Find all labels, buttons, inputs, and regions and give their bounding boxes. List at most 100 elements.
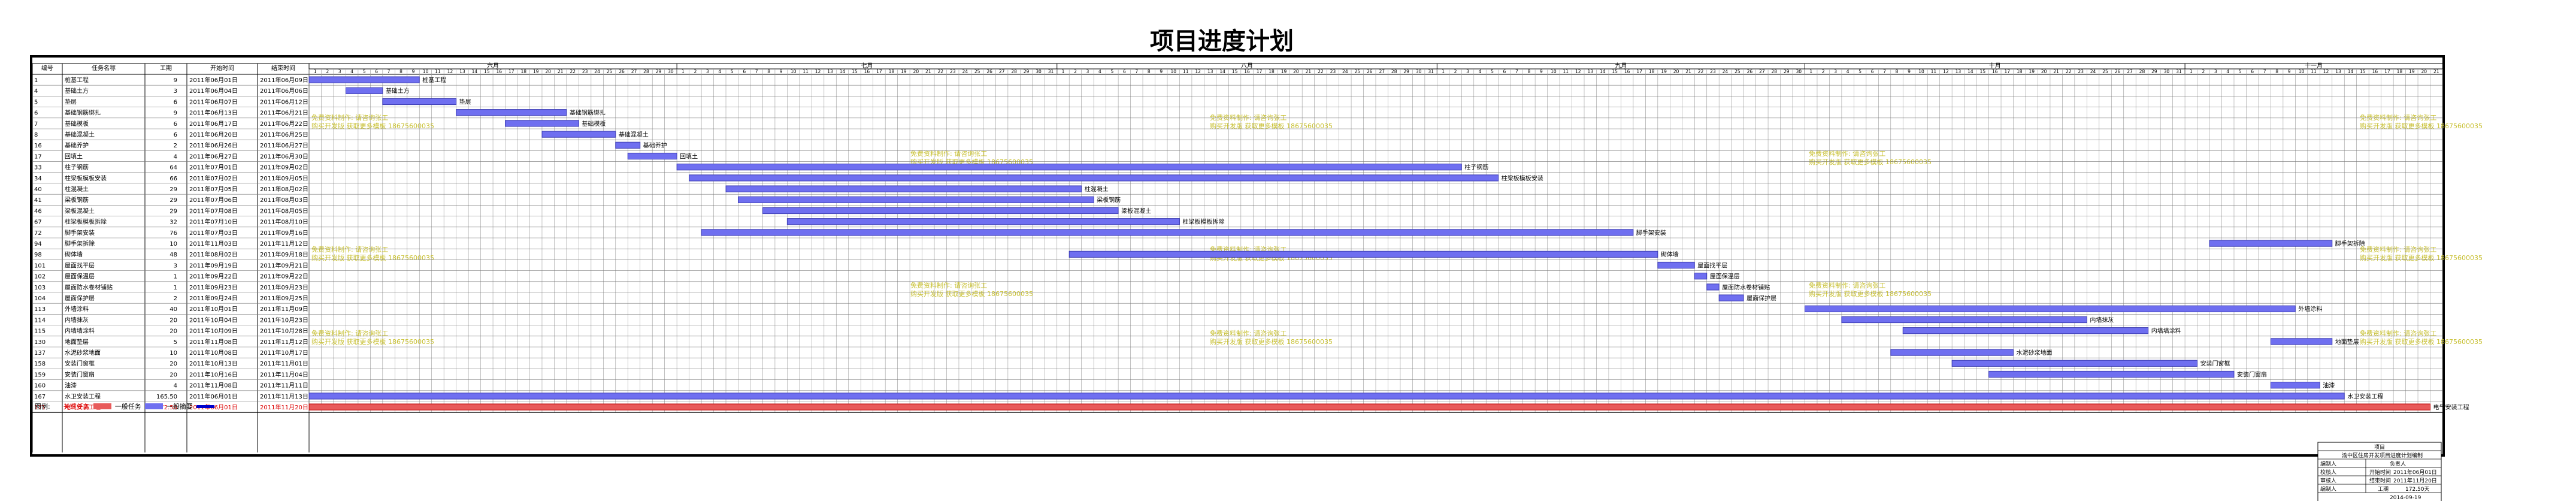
day-label: 25	[1735, 69, 1740, 74]
day-label: 1	[1809, 69, 1812, 74]
day-label: 2	[1454, 69, 1457, 74]
bar-label: 基础钢筋绑扎	[570, 109, 606, 117]
day-label: 18	[1649, 69, 1655, 74]
day-label: 5	[363, 69, 366, 74]
page-title: 项目进度计划	[1150, 27, 1294, 55]
cell-duration: 3	[174, 88, 177, 95]
day-label: 27	[631, 69, 637, 74]
day-label: 11	[435, 69, 441, 74]
day-label: 24	[594, 69, 600, 74]
info-start-label: 开始时间	[2369, 469, 2391, 476]
gantt-bar[interactable]	[456, 109, 567, 116]
gantt-bar[interactable]	[762, 207, 1119, 215]
gantt-bar[interactable]	[541, 131, 616, 138]
cell-id: 6	[34, 110, 38, 117]
gantt-bar[interactable]	[1804, 305, 2296, 312]
gantt-bar[interactable]	[2270, 338, 2333, 345]
gantt-bar[interactable]	[308, 403, 2431, 411]
info-project: 渝中区住房开发项目进度计划编制	[2342, 452, 2423, 459]
cell-end: 2011年11月12日	[260, 240, 308, 248]
cell-end: 2011年09月05日	[260, 174, 308, 182]
watermark-text: 购买开发版 获取更多模板 18675600035	[2360, 337, 2483, 346]
cell-task-name: 水泥砂浆地面	[65, 349, 101, 357]
cell-task-name: 屋面找平层	[65, 261, 95, 269]
day-label: 11	[1563, 69, 1569, 74]
info-date: 2014-09-19	[2390, 495, 2421, 501]
day-label: 16	[1992, 69, 1998, 74]
cell-id: 67	[34, 219, 42, 226]
day-label: 26	[1747, 69, 1753, 74]
day-label: 13	[2335, 69, 2341, 74]
watermark-text: 免费资料制作: 请咨询张工	[910, 281, 987, 289]
gantt-bar[interactable]	[308, 76, 420, 83]
cell-duration: 6	[174, 121, 177, 128]
gantt-bar[interactable]	[676, 164, 1462, 171]
day-label: 4	[1847, 69, 1849, 74]
gantt-bar[interactable]	[382, 98, 457, 105]
day-label: 10	[2299, 69, 2305, 74]
day-label: 14	[1967, 69, 1973, 74]
day-label: 8	[399, 69, 402, 74]
gantt-bar[interactable]	[1951, 360, 2198, 367]
cell-task-name: 基础模板	[65, 120, 89, 128]
gantt-bar[interactable]	[725, 185, 1082, 192]
day-label: 10	[1551, 69, 1557, 74]
gantt-bar[interactable]	[1657, 261, 1695, 269]
day-label: 25	[974, 69, 980, 74]
day-label: 23	[582, 69, 588, 74]
cell-task-name: 柱梁板模板安装	[65, 174, 107, 182]
gantt-bar[interactable]	[1841, 316, 2087, 324]
cell-start: 2011年07月01日	[189, 164, 238, 171]
cell-id: 4	[34, 88, 38, 95]
day-label: 3	[1834, 69, 1837, 74]
cell-duration: 3	[174, 262, 177, 269]
gantt-bar[interactable]	[1694, 273, 1708, 280]
day-label: 16	[1244, 69, 1250, 74]
gantt-bar[interactable]	[1902, 327, 2149, 334]
cell-end: 2011年09月21日	[260, 261, 308, 269]
day-label: 13	[1956, 69, 1961, 74]
day-label: 23	[1330, 69, 1336, 74]
day-label: 26	[619, 69, 625, 74]
day-label: 10	[423, 69, 429, 74]
gantt-bar[interactable]	[786, 218, 1180, 225]
day-label: 26	[986, 69, 992, 74]
gantt-bar[interactable]	[1718, 294, 1744, 301]
gantt-bar[interactable]	[308, 393, 2345, 400]
cell-duration: 20	[169, 328, 177, 335]
legend-normal-label: 一般任务	[114, 403, 141, 411]
gantt-bar[interactable]	[2270, 382, 2320, 389]
day-label: 23	[950, 69, 956, 74]
cell-start: 2011年10月13日	[189, 360, 238, 367]
day-label: 19	[533, 69, 539, 74]
gantt-bar[interactable]	[345, 87, 383, 94]
gantt-bar[interactable]	[689, 174, 1499, 182]
gantt-bar[interactable]	[701, 229, 1634, 236]
watermark-text: 购买开发版 获取更多模板 18675600035	[910, 289, 1033, 298]
gantt-bar[interactable]	[2209, 240, 2333, 247]
cell-start: 2011年09月19日	[189, 261, 238, 269]
day-label: 17	[1257, 69, 1263, 74]
gantt-bar[interactable]	[615, 141, 641, 149]
day-label: 13	[1207, 69, 1213, 74]
gantt-bar[interactable]	[505, 120, 579, 127]
gantt-bar[interactable]	[1706, 283, 1720, 291]
cell-task-name: 梁板混凝土	[65, 207, 95, 215]
bar-label: 水泥砂浆地面	[2017, 349, 2053, 357]
gantt-bar[interactable]	[1068, 251, 1658, 258]
gantt-bar[interactable]	[627, 152, 677, 160]
month-label: 十月	[1989, 62, 2001, 70]
day-label: 29	[1784, 69, 1790, 74]
day-label: 10	[1170, 69, 1176, 74]
cell-task-name: 水卫安装工程	[65, 393, 101, 400]
cell-duration: 9	[174, 110, 177, 117]
gantt-bar[interactable]	[737, 196, 1094, 203]
gantt-bar[interactable]	[1890, 349, 2014, 356]
cell-start: 2011年06月01日	[189, 76, 238, 84]
cell-task-name: 地面垫层	[65, 338, 89, 346]
info-duration-value: 172.50天	[2405, 487, 2430, 493]
day-label: 31	[1428, 69, 1434, 74]
legend-summary-swatch	[196, 405, 214, 408]
gantt-bar[interactable]	[1988, 370, 2235, 378]
